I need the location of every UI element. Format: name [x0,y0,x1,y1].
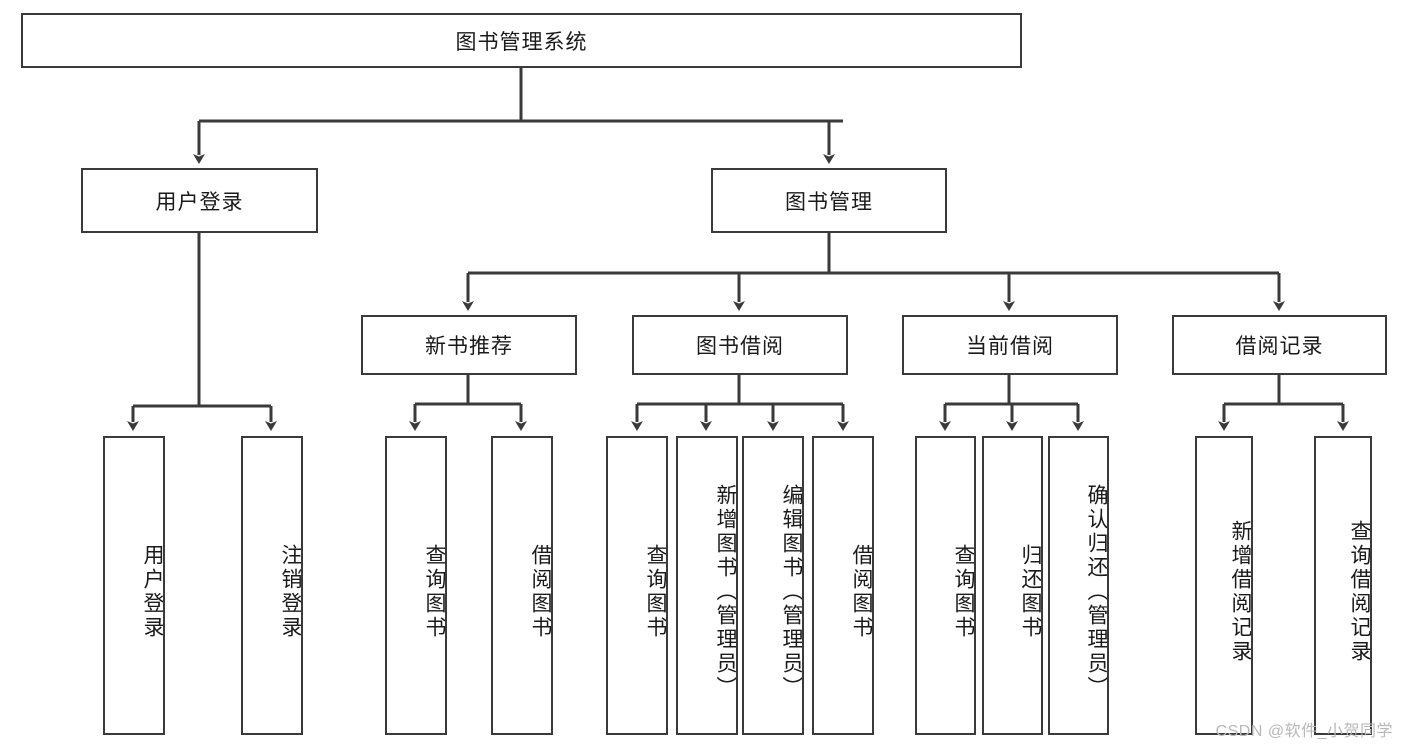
node-label: 编辑图书（管理员） [780,483,803,700]
leaf-current-borrow-query-book[interactable]: 查询图书 [915,436,976,735]
node-label: 注销登录 [279,543,302,640]
leaf-new-book-borrow-book[interactable]: 借阅图书 [491,436,553,735]
node-new-book-recommend[interactable]: 新书推荐 [361,315,577,375]
leaf-borrow-records-query-record[interactable]: 查询借阅记录 [1314,436,1372,735]
node-label: 图书借阅 [696,335,784,358]
leaf-borrow-records-add-record[interactable]: 新增借阅记录 [1195,436,1253,735]
node-borrow-records[interactable]: 借阅记录 [1172,315,1387,375]
node-root-book-management-system[interactable]: 图书管理系统 [21,13,1022,68]
node-label: 用户登录 [155,190,244,214]
leaf-user-login-logout[interactable]: 注销登录 [241,436,303,735]
node-book-management[interactable]: 图书管理 [711,168,947,233]
node-label: 查询图书 [952,543,975,640]
node-label: 新增借阅记录 [1229,519,1252,664]
leaf-book-borrow-add-book-admin[interactable]: 新增图书（管理员） [676,436,738,735]
node-book-borrow[interactable]: 图书借阅 [632,315,848,375]
node-label: 归还图书 [1019,543,1042,640]
node-label: 确认归还（管理员） [1085,483,1108,700]
node-label: 借阅图书 [850,543,873,640]
leaf-new-book-query-book[interactable]: 查询图书 [385,436,447,735]
csdn-watermark: CSDN @软件_小贺同学 [1215,723,1393,740]
node-label: 图书管理 [785,190,873,214]
leaf-user-login-login[interactable]: 用户登录 [103,436,165,735]
node-label: 新书推荐 [425,335,513,358]
leaf-book-borrow-borrow-book[interactable]: 借阅图书 [812,436,874,735]
node-label: 查询图书 [644,543,667,640]
leaf-current-borrow-return-book[interactable]: 归还图书 [982,436,1043,735]
node-label: 借阅图书 [529,543,552,640]
node-label: 当前借阅 [966,335,1054,358]
node-label: 借阅记录 [1235,335,1324,358]
leaf-book-borrow-edit-book-admin[interactable]: 编辑图书（管理员） [742,436,804,735]
node-label: 查询图书 [423,543,446,640]
node-label: 用户登录 [141,543,164,640]
node-user-login[interactable]: 用户登录 [81,168,318,233]
node-label: 查询借阅记录 [1348,519,1371,664]
node-current-borrow[interactable]: 当前借阅 [902,315,1118,375]
node-label: 图书管理系统 [455,30,588,54]
leaf-book-borrow-query-book[interactable]: 查询图书 [606,436,668,735]
leaf-current-borrow-confirm-return-admin[interactable]: 确认归还（管理员） [1048,436,1109,735]
node-label: 新增图书（管理员） [714,483,737,700]
